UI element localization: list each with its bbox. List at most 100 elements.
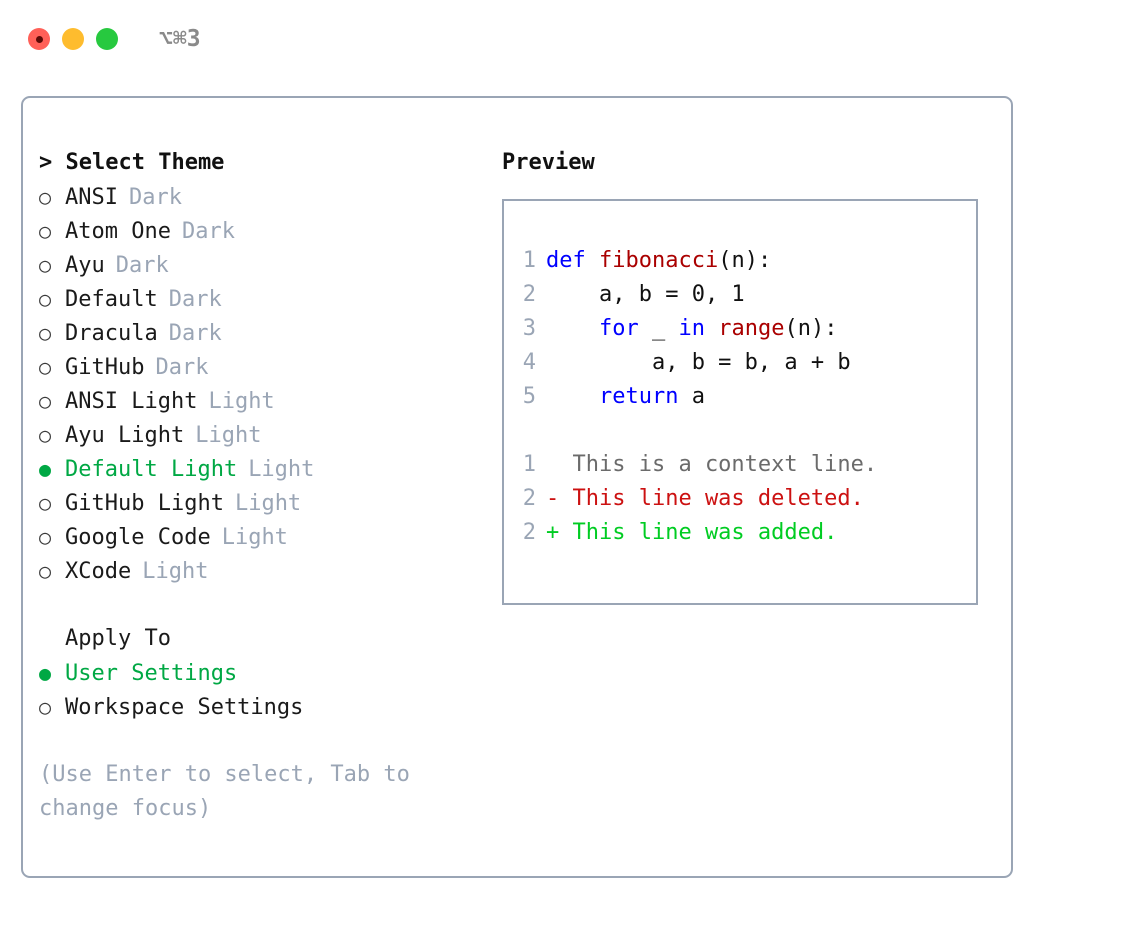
apply-to-header: Apply To — [65, 626, 171, 651]
radio-selected-icon: ● — [39, 457, 52, 481]
preview-header: Preview — [502, 150, 595, 175]
theme-option-variant-tag: Dark — [168, 321, 222, 346]
apply-to-list: ● User Settings ○ Workspace Settings — [39, 656, 479, 724]
theme-option-variant-tag: Dark — [181, 219, 235, 244]
theme-option-label: Default — [65, 287, 158, 312]
radio-unselected-icon: ○ — [39, 185, 52, 209]
theme-option-variant-tag: Dark — [155, 355, 209, 380]
recording-indicator-dot — [35, 35, 43, 43]
diff-line-text: This is a context line. — [546, 452, 878, 477]
code-token: return — [598, 384, 679, 409]
theme-option-label: XCode — [65, 559, 132, 584]
diff-line-text: - This line was deleted. — [546, 486, 864, 511]
apply-to-option-user-settings[interactable]: ● User Settings — [39, 656, 479, 690]
code-line: 4 a, b = b, a + b — [522, 346, 968, 380]
code-token: fibonacci — [598, 248, 719, 273]
radio-unselected-icon: ○ — [39, 559, 52, 583]
theme-option-label: ANSI Light — [65, 389, 198, 414]
theme-option-google-code[interactable]: ○ Google Code Light — [39, 520, 479, 554]
diff-line-text: + This line was added. — [546, 520, 838, 545]
radio-unselected-icon: ○ — [39, 355, 52, 379]
theme-option-variant-tag: Dark — [128, 185, 182, 210]
line-number: 1 — [522, 248, 536, 273]
code-token: (n): — [718, 248, 772, 273]
theme-option-ansi-light[interactable]: ○ ANSI Light Light — [39, 384, 479, 418]
line-number: 4 — [522, 350, 536, 375]
theme-option-variant-tag: Light — [221, 525, 288, 550]
code-token: a, b = b, a + b — [546, 350, 851, 375]
apply-to-option-label: User Settings — [65, 661, 238, 686]
theme-option-default-light[interactable]: ● Default Light Light — [39, 452, 479, 486]
theme-option-variant-tag: Light — [195, 423, 262, 448]
theme-option-atom-one[interactable]: ○ Atom One Dark — [39, 214, 479, 248]
theme-option-label: Ayu Light — [65, 423, 185, 448]
code-token — [546, 316, 599, 341]
radio-unselected-icon: ○ — [39, 389, 52, 413]
theme-option-ansi[interactable]: ○ ANSI Dark — [39, 180, 479, 214]
keyboard-hint-text: (Use Enter to select, Tab to change focu… — [39, 762, 410, 821]
close-button[interactable] — [28, 28, 50, 50]
line-number: 1 — [522, 452, 536, 477]
radio-unselected-icon: ○ — [39, 525, 52, 549]
theme-option-variant-tag: Light — [248, 457, 315, 482]
radio-unselected-icon: ○ — [39, 287, 52, 311]
code-token: in — [678, 316, 719, 341]
apply-to-panel: Apply To ● User Settings ○ Workspace Settin… — [39, 622, 479, 724]
keyboard-shortcut-label: ⌥⌘3 — [159, 25, 201, 52]
theme-option-github-light[interactable]: ○ GitHub Light Light — [39, 486, 479, 520]
radio-unselected-icon: ○ — [39, 253, 52, 277]
apply-to-option-label: Workspace Settings — [65, 695, 304, 720]
theme-option-default[interactable]: ○ Default Dark — [39, 282, 479, 316]
radio-unselected-icon: ○ — [39, 695, 52, 719]
theme-option-ayu[interactable]: ○ Ayu Dark — [39, 248, 479, 282]
code-line: 5 return a — [522, 380, 968, 414]
theme-option-variant-tag: Light — [142, 559, 209, 584]
theme-option-variant-tag: Dark — [168, 287, 222, 312]
diff-line: 2 - This line was deleted. — [522, 482, 968, 516]
theme-option-variant-tag: Light — [208, 389, 275, 414]
radio-selected-icon: ● — [39, 661, 52, 685]
theme-option-label: Google Code — [65, 525, 211, 550]
code-token: a — [678, 384, 705, 409]
theme-option-label: Atom One — [65, 219, 171, 244]
maximize-button[interactable] — [96, 28, 118, 50]
theme-option-label: Ayu — [65, 253, 105, 278]
theme-option-label: GitHub Light — [65, 491, 224, 516]
code-token: for — [598, 316, 639, 341]
code-token: _ — [638, 316, 679, 341]
theme-option-label: GitHub — [65, 355, 145, 380]
window-controls — [28, 28, 118, 50]
theme-option-ayu-light[interactable]: ○ Ayu Light Light — [39, 418, 479, 452]
code-line: 3 for _ in range(n): — [522, 312, 968, 346]
code-token: a, b = 0, 1 — [546, 282, 745, 307]
theme-option-label: Default Light — [65, 457, 238, 482]
select-theme-header: > Select Theme — [39, 150, 225, 175]
theme-option-variant-tag: Dark — [115, 253, 169, 278]
radio-unselected-icon: ○ — [39, 423, 52, 447]
apply-to-option-workspace-settings[interactable]: ○ Workspace Settings — [39, 690, 479, 724]
minimize-button[interactable] — [62, 28, 84, 50]
line-number: 2 — [522, 486, 536, 511]
radio-unselected-icon: ○ — [39, 219, 52, 243]
line-number: 5 — [522, 384, 536, 409]
radio-unselected-icon: ○ — [39, 491, 52, 515]
code-token — [546, 384, 599, 409]
title-bar: ⌥⌘3 — [0, 0, 1140, 78]
theme-option-label: ANSI — [65, 185, 118, 210]
line-number: 2 — [522, 282, 536, 307]
theme-option-variant-tag: Light — [234, 491, 302, 516]
theme-option-xcode[interactable]: ○ XCode Light — [39, 554, 479, 588]
code-token: (n): — [784, 316, 838, 341]
code-blank-line — [522, 414, 968, 448]
theme-option-github[interactable]: ○ GitHub Dark — [39, 350, 479, 384]
diff-line: 2+ This line was added. — [522, 516, 968, 550]
